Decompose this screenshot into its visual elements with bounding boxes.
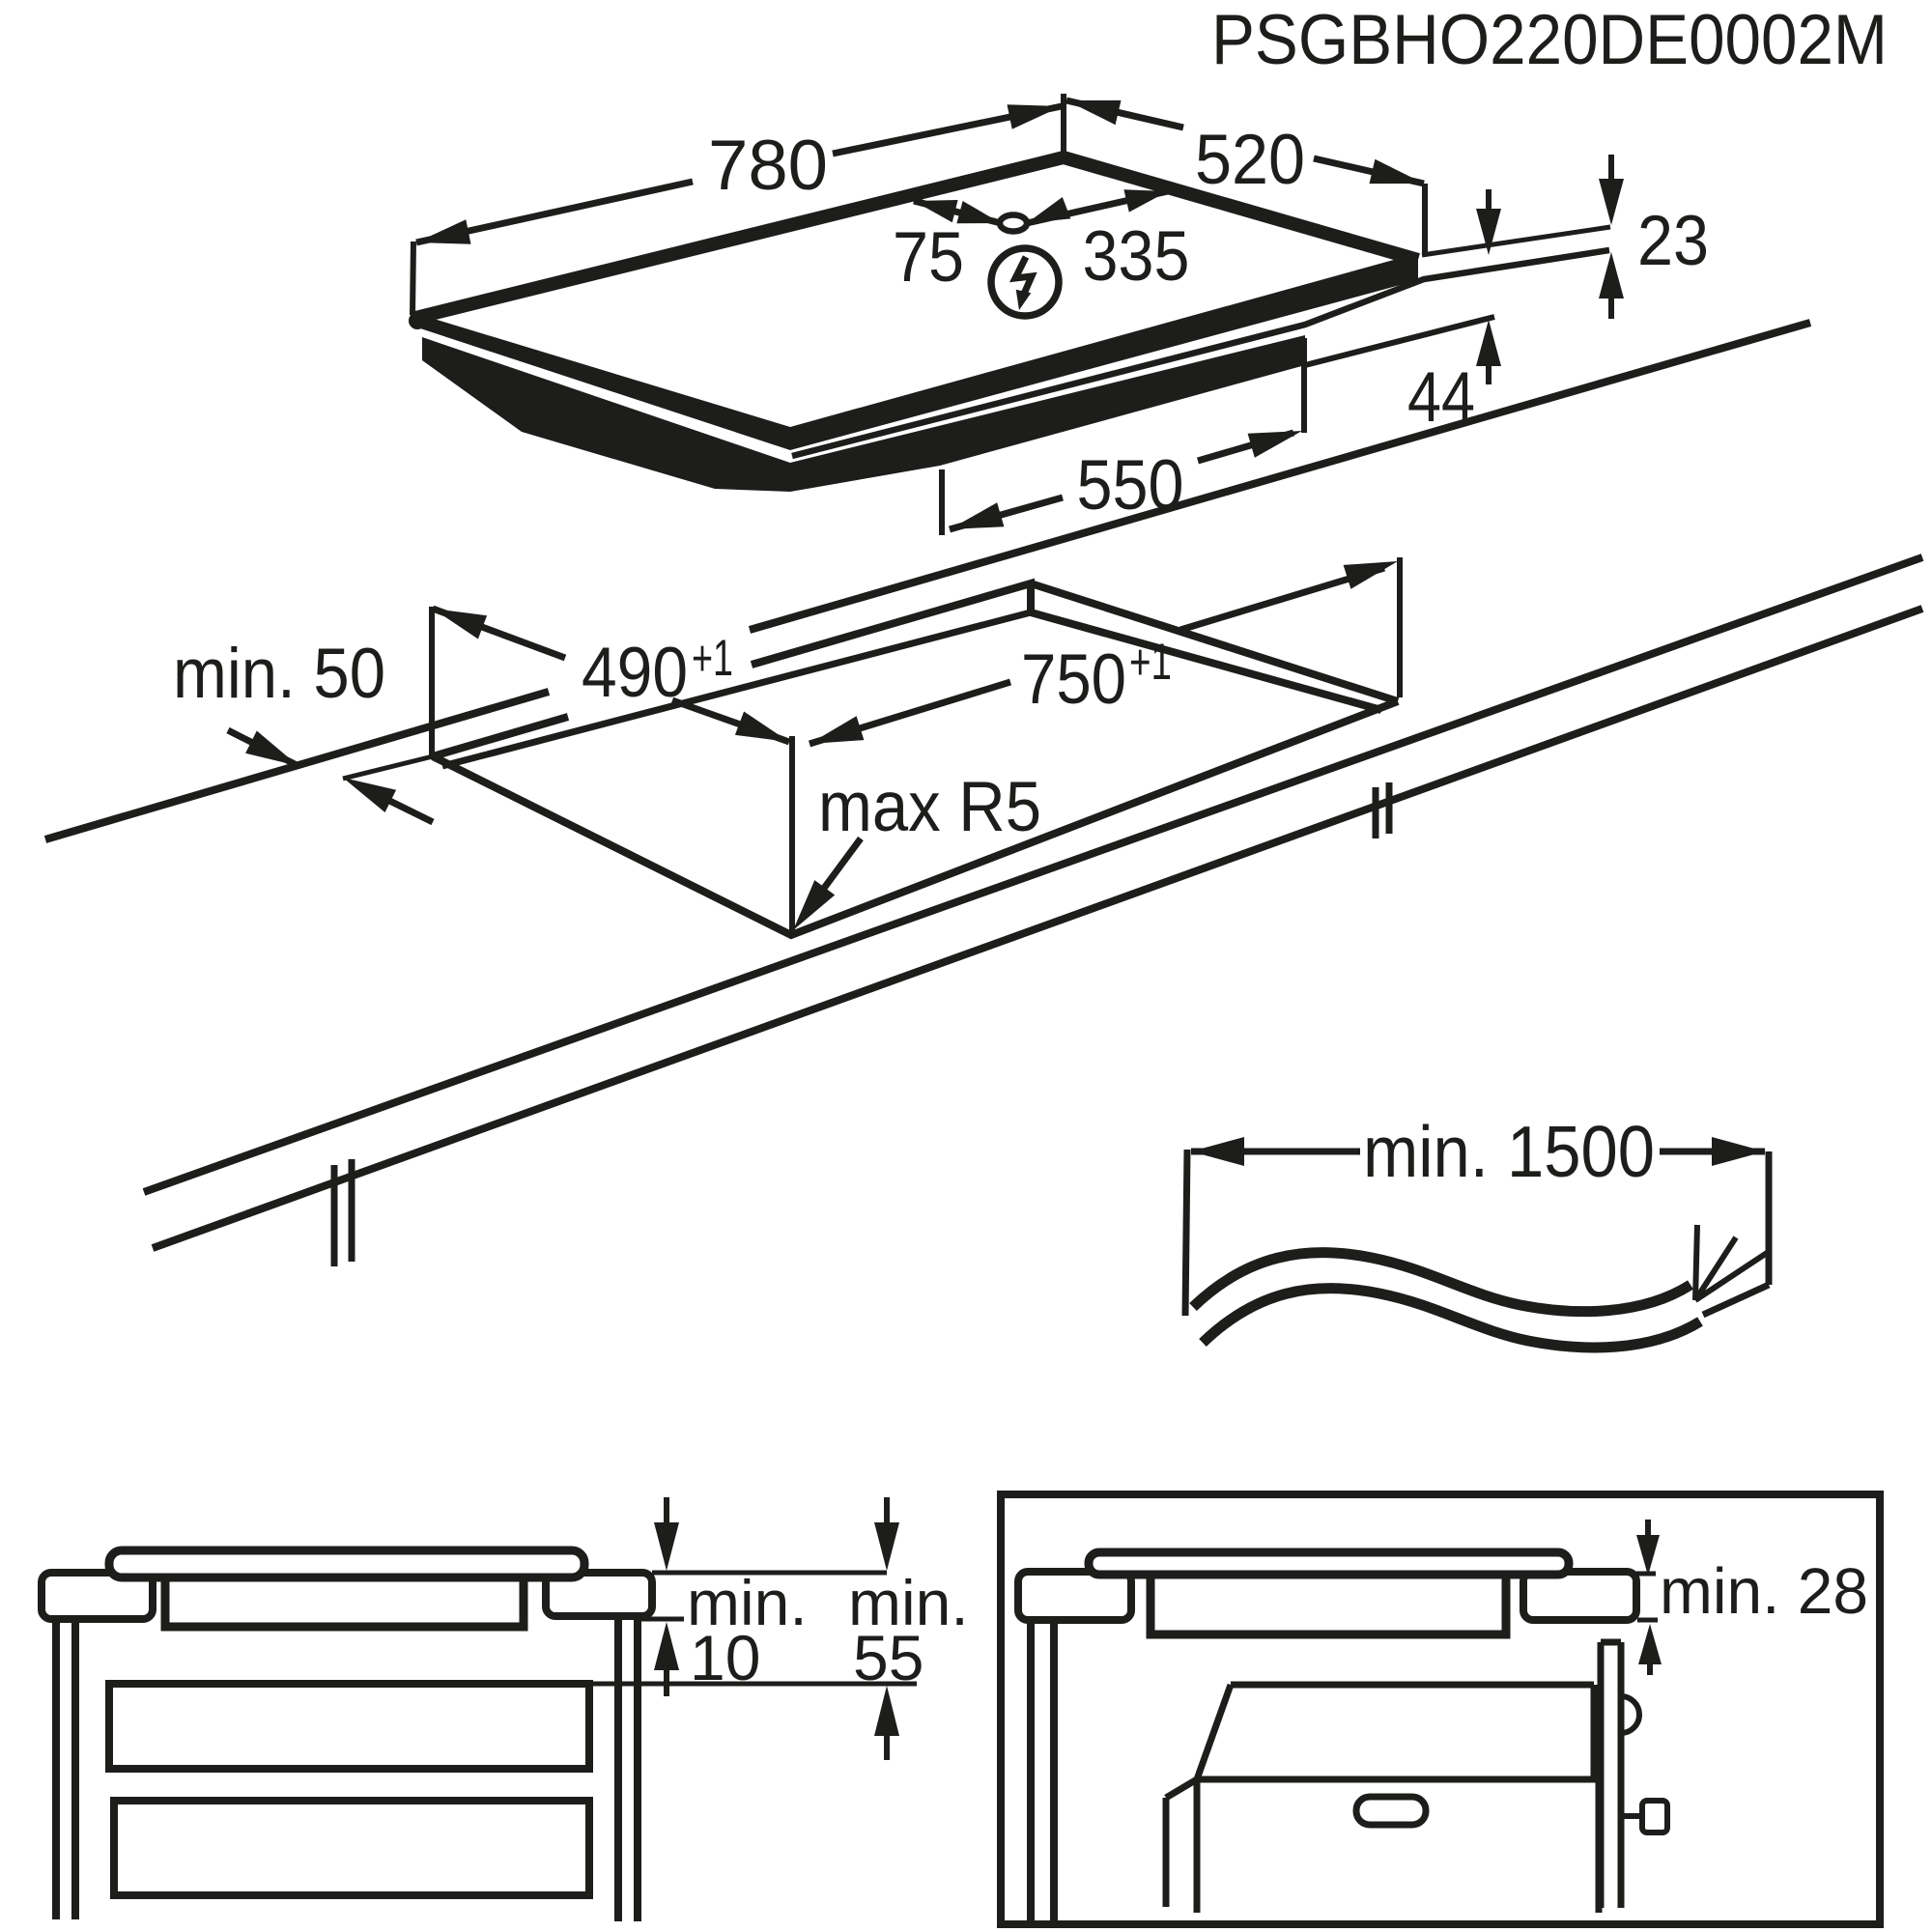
svg-text:55: 55 — [853, 1622, 923, 1693]
svg-text:750: 750 — [1021, 640, 1126, 719]
svg-text:+1: +1 — [1129, 634, 1172, 691]
svg-text:550: 550 — [1077, 446, 1184, 525]
svg-text:min. 28: min. 28 — [1660, 1555, 1868, 1628]
svg-text:max R5: max R5 — [818, 768, 1041, 846]
svg-text:490: 490 — [582, 634, 688, 712]
svg-text:335: 335 — [1083, 217, 1190, 296]
svg-text:75: 75 — [893, 218, 964, 297]
svg-text:+1: +1 — [692, 630, 733, 687]
svg-text:520: 520 — [1195, 121, 1305, 199]
svg-text:PSGBHO220DE0002M: PSGBHO220DE0002M — [1211, 1, 1888, 79]
svg-text:23: 23 — [1637, 202, 1709, 280]
svg-text:min. 1500: min. 1500 — [1363, 1111, 1655, 1192]
svg-text:min.: min. — [687, 1567, 808, 1638]
svg-text:780: 780 — [708, 127, 828, 205]
svg-text:min.: min. — [848, 1567, 969, 1638]
svg-text:min. 50: min. 50 — [173, 635, 385, 713]
svg-text:10: 10 — [690, 1622, 760, 1693]
